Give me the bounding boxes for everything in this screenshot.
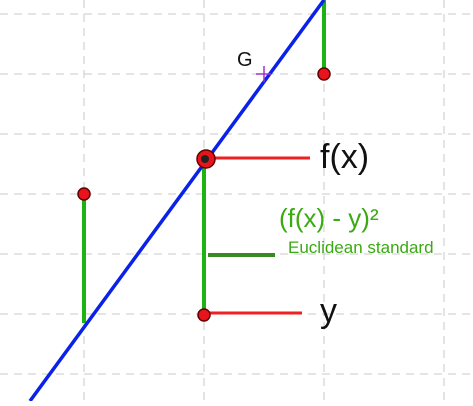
loss-name-label: Euclidean standard <box>288 238 434 257</box>
point-right-bottom[interactable] <box>317 67 331 81</box>
fx-label: f(x) <box>320 138 369 176</box>
g-marker-icon[interactable] <box>256 66 271 82</box>
loss-formula-label: (f(x) - y)² <box>279 203 379 233</box>
point-y[interactable] <box>197 308 211 322</box>
point-fx-center <box>201 155 209 163</box>
point-left-top[interactable] <box>77 187 91 201</box>
regression-line[interactable] <box>28 0 326 403</box>
y-label: y <box>320 292 337 330</box>
residuals <box>82 0 326 323</box>
point-g-label: G <box>237 49 253 71</box>
